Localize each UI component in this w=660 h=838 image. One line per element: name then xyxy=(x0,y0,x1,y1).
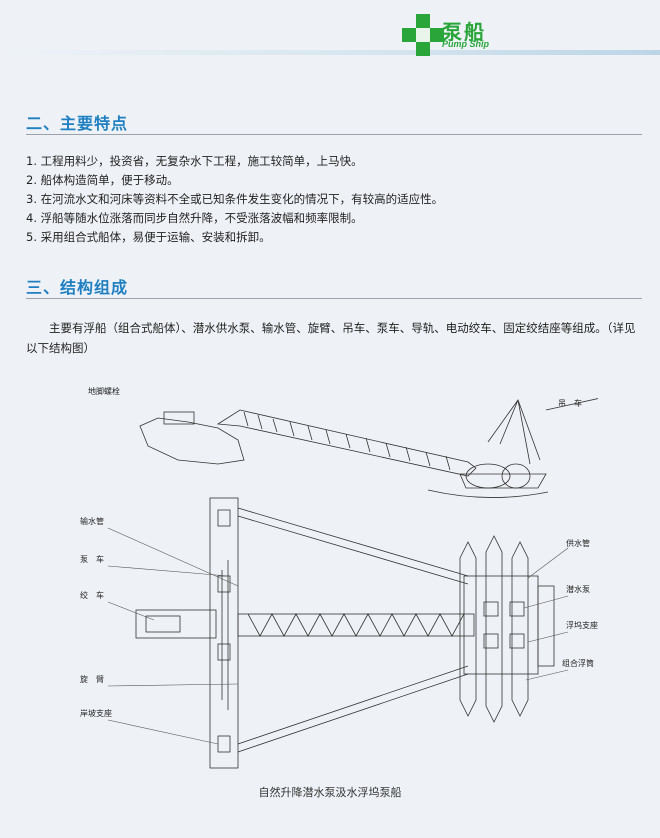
header-divider xyxy=(0,50,660,55)
list-item: 3. 在河流水文和河床等资料不全或已知条件发生变化的情况下，有较高的适应性。 xyxy=(26,192,444,206)
logo-square-icon xyxy=(402,28,416,42)
leader-crane xyxy=(545,398,598,411)
support-seat xyxy=(217,509,231,527)
logo-square-icon xyxy=(416,28,430,42)
delivery-pipe-upper xyxy=(237,507,469,585)
leader-winch xyxy=(107,601,155,621)
label-swing-arm: 旋 臂 xyxy=(80,674,104,684)
pontoon-drum xyxy=(501,463,531,489)
label-bank-support: 岸坡支座 xyxy=(80,708,112,718)
truss-braces xyxy=(243,411,451,471)
label-anchor-bolt: 地脚螺栓 xyxy=(88,386,120,396)
rail-pipes xyxy=(221,560,229,710)
diagram-caption: 自然升降潜水泵汲水浮坞泵船 xyxy=(258,786,402,799)
logo-square-icon xyxy=(416,42,430,56)
label-pump-car: 泵 车 xyxy=(80,554,104,564)
label-supply-pipe: 供水管 xyxy=(566,538,590,548)
logo-text: 泵船 xyxy=(442,20,486,44)
anchor-block xyxy=(163,411,195,425)
pontoon-float xyxy=(511,541,529,717)
label-winch: 绞 车 xyxy=(80,590,104,600)
feature-list: 1. 工程用料少，投资省，无复杂水下工程，施工较简单，上马快。 2. 船体构造简… xyxy=(26,152,636,247)
section-title-features: 二、主要特点 xyxy=(26,114,129,133)
delivery-pipe-lower xyxy=(237,665,469,753)
label-submersible-pump: 潜水泵 xyxy=(566,584,590,594)
page-header: 泵船 Pump Ship xyxy=(0,0,660,60)
section-divider xyxy=(26,298,642,299)
leader-swing-arm xyxy=(107,683,239,687)
leader-combined-pontoon xyxy=(525,669,569,681)
bank-support-column xyxy=(209,497,239,769)
arm-truss-braces xyxy=(247,613,465,637)
support-seat xyxy=(217,643,231,661)
pontoon-deck xyxy=(463,575,539,675)
bank-foundation xyxy=(139,417,245,465)
submersible-pump-unit xyxy=(509,601,525,617)
leader-pontoon-support xyxy=(527,631,569,643)
submersible-pump-unit xyxy=(483,601,499,617)
pontoon-float xyxy=(485,535,503,723)
side-view xyxy=(139,398,598,498)
crane-frame xyxy=(487,399,541,465)
label-pontoon-support: 浮坞支座 xyxy=(566,620,598,630)
leader-submersible-pump xyxy=(523,595,569,609)
leader-delivery-pipe xyxy=(107,527,239,587)
list-item: 5. 采用组合式船体，易便于运输、安装和拆卸。 xyxy=(26,230,271,244)
support-seat xyxy=(217,735,231,753)
pontoon-float xyxy=(459,541,477,717)
pontoon-drum xyxy=(465,463,511,489)
swing-arm-truss xyxy=(216,409,477,477)
section-divider xyxy=(26,134,642,135)
pontoon-hull xyxy=(459,473,547,489)
leader-lines xyxy=(107,527,569,745)
list-item: 4. 浮船等随水位涨落而同步自然升降，不受涨落波幅和频率限制。 xyxy=(26,211,363,225)
logo-subtitle: Pump Ship xyxy=(442,39,489,49)
logo-square-icon xyxy=(430,28,444,42)
pump-car-track xyxy=(135,609,217,639)
label-delivery-pipe: 输水管 xyxy=(80,516,104,526)
submersible-pump-unit xyxy=(509,633,525,649)
label-combined-pontoon: 组合浮筒 xyxy=(562,658,594,668)
support-seat xyxy=(217,575,231,593)
leader-bank-support xyxy=(107,719,219,745)
plan-view xyxy=(135,497,555,769)
logo-square-icon xyxy=(416,14,430,28)
submersible-pump-unit xyxy=(483,633,499,649)
list-item: 1. 工程用料少，投资省，无复杂水下工程，施工较简单，上马快。 xyxy=(26,154,363,168)
water-line xyxy=(427,489,549,498)
leader-supply-pipe xyxy=(527,547,569,579)
pontoon-frame xyxy=(537,585,555,667)
section-title-structure: 三、结构组成 xyxy=(26,278,129,297)
pump-ship-logo: 泵船 Pump Ship xyxy=(396,14,506,56)
winch-unit xyxy=(145,615,181,633)
structure-paragraph: 主要有浮船（组合式船体）、潜水供水泵、输水管、旋臂、吊车、泵车、导轨、电动绞车、… xyxy=(26,321,636,355)
pump-ship-structure-diagram: 地脚螺栓 吊 车 输水管 泵 车 绞 车 旋 臂 岸坡支座 供水管 潜水泵 浮坞… xyxy=(80,386,598,769)
leader-pump-car xyxy=(107,565,229,577)
list-item: 2. 船体构造简单，便于移动。 xyxy=(26,173,179,187)
label-crane: 吊 车 xyxy=(558,398,582,408)
